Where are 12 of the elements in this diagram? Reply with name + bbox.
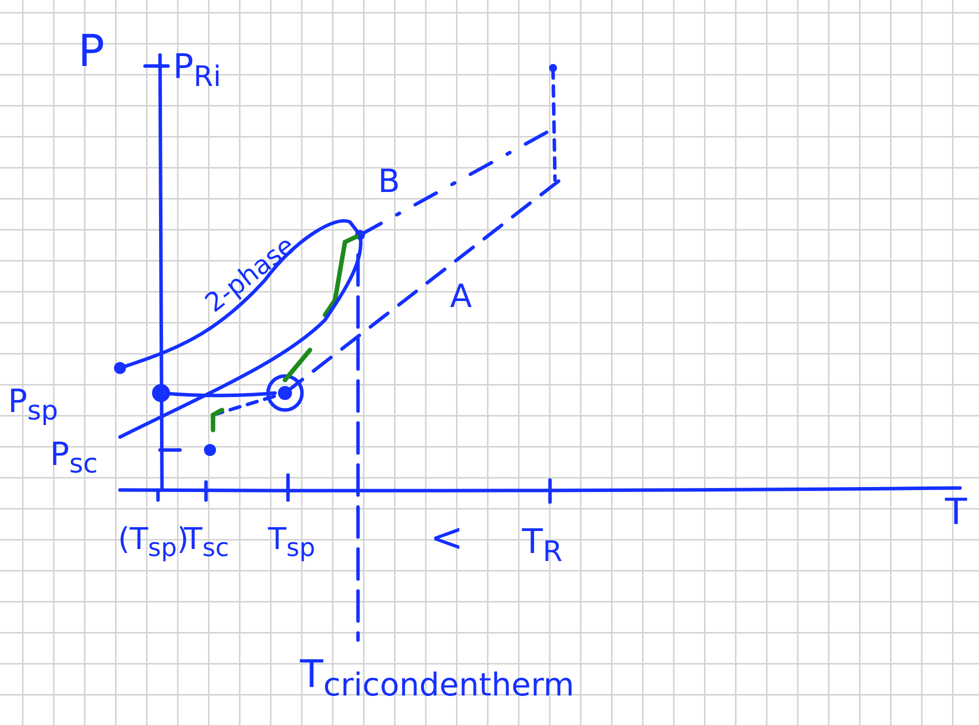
tick-label: P$_{Ri}$	[173, 50, 222, 92]
curve-label: A	[450, 280, 472, 312]
axis-label: T	[945, 495, 967, 531]
comparison-sign: <	[430, 518, 464, 558]
curve-label: B	[378, 165, 400, 197]
annotation-label: T$_{cricondentherm}$	[300, 655, 574, 702]
axis-label: P	[78, 30, 105, 74]
tick-label: P$_{sp}$	[8, 385, 58, 426]
tick-label: T$_{sc}$	[184, 525, 230, 560]
tick-label: P$_{sc}$	[50, 438, 98, 478]
tick-label: T$_{sp}$	[268, 525, 316, 560]
tick-label: T$_{R}$	[522, 525, 562, 566]
